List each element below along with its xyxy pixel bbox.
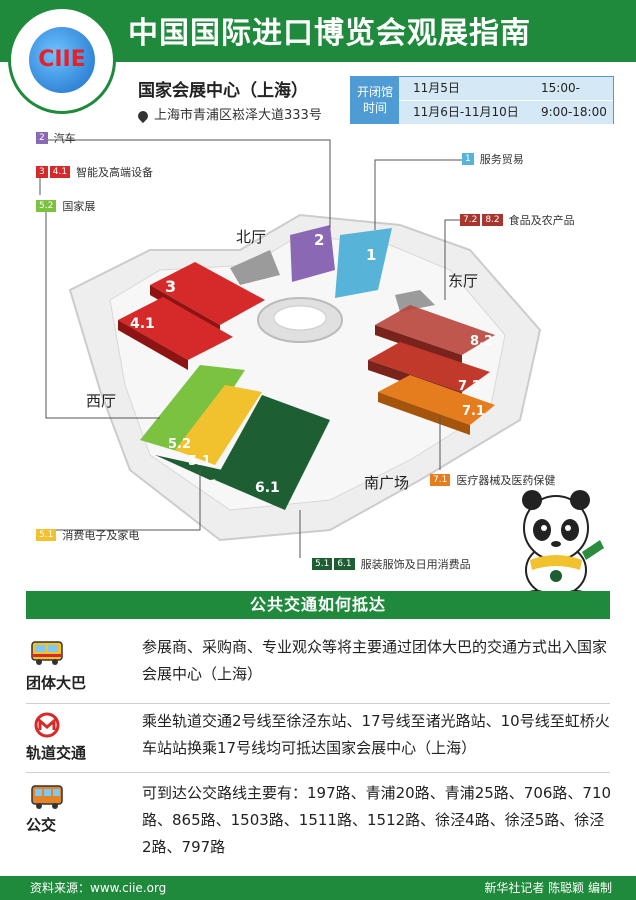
hall-3 (150, 262, 265, 325)
legend-label: 食品及农产品 (508, 214, 575, 227)
legend-medical: 7.1 医疗器械及医药保健 (430, 472, 555, 488)
legend-tag: 6.1 (334, 558, 355, 570)
central-hub-inner (273, 305, 327, 331)
panda-mascot-icon (522, 490, 604, 598)
footer-bar: 资料来源：www.ciie.org 新华社记者 陈聪颖 编制 (0, 876, 636, 900)
legend-tag: 7.2 (460, 214, 481, 226)
area-west-hall: 西厅 (86, 392, 117, 410)
leader-line (374, 159, 470, 230)
hall-5-1-label: 5.1 (188, 454, 211, 469)
transport-desc: 参展商、采购商、专业观众等将主要通过团体大巴的交通方式出入国家会展中心（上海） (142, 638, 608, 683)
legend-tag: 2 (36, 132, 48, 144)
legend-tag: 7.1 (430, 474, 451, 486)
legend-label: 智能及高端设备 (76, 166, 154, 179)
ciie-logo: CIIE (8, 6, 116, 114)
transport-item-bus: 团体大巴 参展商、采购商、专业观众等将主要通过团体大巴的交通方式出入国家会展中心… (26, 634, 610, 700)
footer-source: 资料来源：www.ciie.org (30, 881, 167, 895)
legend-label: 汽车 (53, 132, 76, 145)
bus-icon (31, 641, 63, 665)
legend-country: 5.2 国家展 (36, 198, 95, 214)
legend-food: 7.2 8.2 食品及农产品 (460, 212, 575, 228)
transport-desc: 可到达公交路线主要有：197路、青浦20路、青浦25路、706路、710路、86… (142, 784, 612, 856)
venue-map: 3 4.1 2 1 8.2 7.2 7.1 5.2 5.1 6.1 (39, 139, 542, 558)
hours-date: 11月6日-11月10日 (413, 105, 519, 119)
hours-time: 9:00-18:00 (541, 105, 607, 119)
legend-tag: 8.2 (482, 214, 503, 226)
hall-4-1-label: 4.1 (130, 316, 155, 332)
transport-name: 团体大巴 (26, 674, 87, 692)
venue-name: 国家会展中心（上海） (138, 81, 308, 101)
hall-5-2 (140, 365, 245, 455)
legend-label: 医疗器械及医药保健 (456, 474, 556, 487)
metro-icon (34, 712, 60, 738)
legend-tag: 3 (36, 166, 48, 178)
location-pin-icon (135, 108, 151, 123)
legend-label: 消费电子及家电 (62, 529, 140, 542)
page-title: 中国国际进口博览会观展指南 (128, 16, 531, 51)
hall-1 (335, 228, 392, 298)
east-lobby (395, 290, 435, 312)
hours-row: 11月6日-11月10日 9:00-18:00 (399, 100, 613, 124)
hall-6-1 (215, 395, 330, 510)
legend-equipment: 3 4.1 智能及高端设备 (36, 164, 153, 180)
legend-tag: 5.1 (312, 558, 333, 570)
city-bus-icon (31, 785, 63, 809)
hall-8-2 (375, 305, 495, 355)
hall-4-1 (118, 297, 233, 360)
hall-7-2 (368, 342, 490, 392)
hours-label-line1: 开闭馆 (356, 85, 393, 99)
transport-name: 公交 (26, 816, 57, 834)
transport-item-city-bus: 公交 可到达公交路线主要有：197路、青浦20路、青浦25路、706路、710路… (26, 780, 612, 870)
hours-label-line2: 时间 (362, 101, 387, 115)
hours-label: 开闭馆 时间 (351, 77, 399, 123)
legend-tag: 4.1 (49, 166, 71, 178)
transport-desc: 乘坐轨道交通2号线至徐泾东站、17号线至诸光路站、10号线至虹桥火车站站换乘17… (142, 712, 610, 757)
transport-item-metro: 轨道交通 乘坐轨道交通2号线至徐泾东站、17号线至诸光路站、10号线至虹桥火车站… (26, 708, 610, 770)
legend-services: 1 服务贸易 (462, 151, 524, 167)
hours-date: 11月5日 (413, 81, 460, 95)
hall-3-label: 3 (165, 277, 176, 296)
hall-7-1-label: 7.1 (462, 404, 485, 419)
hall-2-label: 2 (314, 231, 324, 249)
footer-credit: 新华社记者 陈聪颖 编制 (484, 881, 612, 895)
hall-5-2-label: 5.2 (168, 437, 191, 452)
transport-heading: 公共交通如何抵达 (26, 591, 610, 619)
logo-text: CIIE (38, 47, 86, 72)
legend-label: 服务贸易 (479, 153, 524, 166)
leader-line (40, 470, 201, 531)
hall-6-1-label: 6.1 (255, 480, 280, 496)
hall-8-2-label: 8.2 (470, 334, 493, 349)
legend-tag: 5.2 (36, 200, 57, 212)
hall-5-1-dark (155, 455, 245, 480)
hall-7-2-label: 7.2 (458, 379, 481, 394)
address-text: 上海市青浦区崧泽大道333号 (154, 108, 322, 123)
leader-line (40, 139, 331, 228)
leader-line (444, 219, 460, 300)
north-lobby (230, 250, 280, 285)
hall-1-label: 1 (366, 246, 376, 264)
hall-7-1 (378, 375, 495, 425)
hall-2 (290, 225, 335, 282)
globe-icon (29, 27, 95, 93)
transport-name: 轨道交通 (26, 744, 87, 762)
divider (26, 703, 610, 704)
legend-electronics: 5.1 消费电子及家电 (36, 527, 139, 543)
legend-apparel: 5.1 6.1 服装服饰及日用消费品 (312, 556, 471, 572)
area-east-hall: 东厅 (448, 272, 479, 290)
legend-label: 服装服饰及日用消费品 (360, 558, 471, 571)
venue-address: 上海市青浦区崧泽大道333号 (135, 104, 322, 123)
legend-tag: 1 (462, 153, 474, 165)
opening-hours-table: 开闭馆 时间 11月5日 15:00-18:00 11月6日-11月10日 9:… (350, 76, 614, 124)
hall-5-1 (175, 385, 262, 465)
legend-auto: 2 汽车 (36, 130, 76, 146)
legend-tag: 5.1 (36, 529, 57, 541)
legend-label: 国家展 (62, 200, 96, 213)
divider (26, 772, 610, 773)
area-south-plaza: 南广场 (364, 474, 410, 492)
hours-row: 11月5日 15:00-18:00 (399, 77, 613, 118)
area-north-hall: 北厅 (236, 228, 267, 246)
